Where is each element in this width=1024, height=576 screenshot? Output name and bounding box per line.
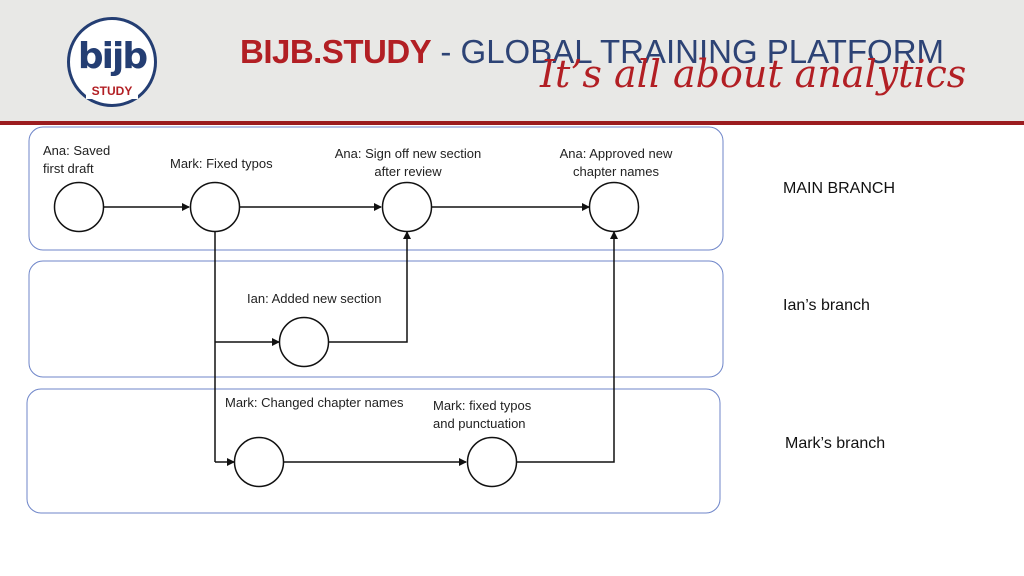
commit-label-c1: Ana: Saved first draft xyxy=(43,143,111,176)
page-title: BIJB.STUDY - GLOBAL TRAINING PLATFORM xyxy=(240,34,944,70)
bijb-logo: bijb STUDY xyxy=(67,17,157,107)
branch-label-ian: Ian’s branch xyxy=(783,297,870,314)
logo-band: STUDY xyxy=(86,83,138,99)
commit-label-c3: Ana: Sign off new section after review xyxy=(334,146,482,179)
edge-c7-c4 xyxy=(517,231,618,463)
commit-label-c4: Ana: Approved new chapter names xyxy=(559,146,673,179)
lane-ian xyxy=(28,260,724,378)
edge-c5-c3 xyxy=(329,231,411,343)
commit-node-c5 xyxy=(278,316,330,368)
commit-node-c1 xyxy=(53,181,105,233)
commit-node-c7 xyxy=(466,436,518,488)
commit-node-c2 xyxy=(189,181,241,233)
tagline: It’s all about analytics xyxy=(540,52,967,96)
commit-label-c7: Mark: fixed typos and punctuation xyxy=(433,398,532,431)
logo-letters: bijb xyxy=(77,36,148,77)
commit-label-c6: Mark: Changed chapter names xyxy=(225,395,404,410)
header-banner xyxy=(0,0,1024,121)
lane-main xyxy=(28,126,724,251)
branch-label-mark: Mark’s branch xyxy=(785,435,886,452)
commit-label-c2: Mark: Fixed typos xyxy=(170,156,273,171)
title-separator: - xyxy=(431,33,461,70)
header-divider xyxy=(0,121,1024,125)
commit-node-c4 xyxy=(588,181,640,233)
branch-label-main: MAIN BRANCH xyxy=(783,180,896,197)
commit-node-c6 xyxy=(233,436,285,488)
commit-node-c3 xyxy=(381,181,433,233)
title-platform: GLOBAL TRAINING PLATFORM xyxy=(460,33,945,70)
commit-label-c5: Ian: Added new section xyxy=(247,291,382,306)
lane-mark xyxy=(26,388,721,514)
title-brand: BIJB.STUDY xyxy=(240,33,432,70)
